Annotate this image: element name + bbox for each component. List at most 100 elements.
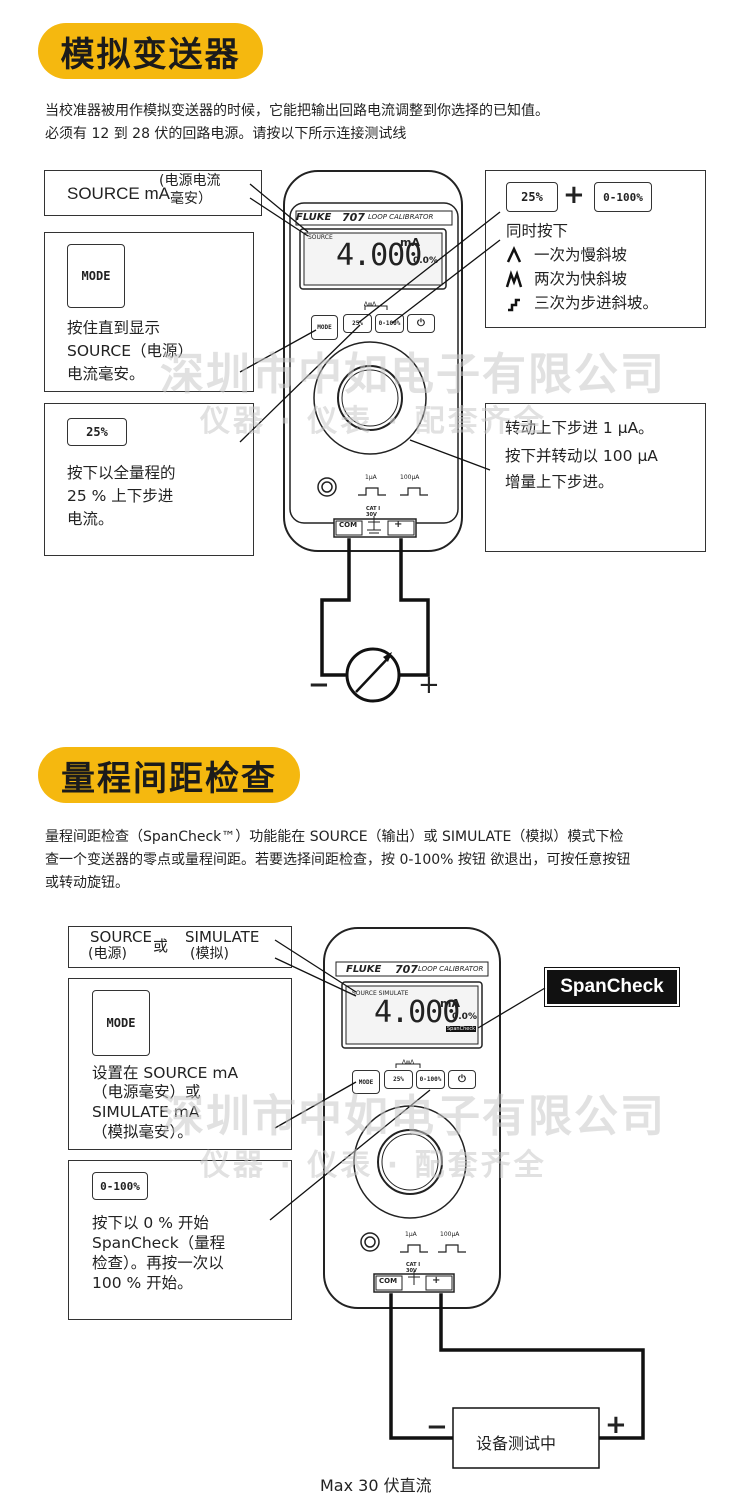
lcd-mode-text: SOURCE <box>308 234 333 241</box>
watermark-company-2: 深圳市中如电子有限公司 <box>160 1091 666 1142</box>
zero-text-2: SpanCheck（量程 <box>92 1234 226 1252</box>
knob-box <box>485 403 706 552</box>
fluke-707-meter-2: ΛʍΛ <box>323 927 501 1309</box>
meter-subtitle: LOOP CALIBRATOR <box>368 213 434 221</box>
p25-button-illustration: 25% <box>67 418 127 446</box>
knob-text-2: 按下并转动以 100 μA <box>505 447 658 465</box>
lcd-reading-2: 4.000 <box>374 995 460 1030</box>
source-ma-paren-2: 毫安） <box>170 191 212 207</box>
mode-button-illustration: MODE <box>67 244 125 308</box>
circuit-minus: − <box>308 670 330 700</box>
spancheck-intro-2: 查一个变送器的零点或量程间距。若要选择间距检查，按 0-100% 按钮 欲退出，… <box>45 852 631 868</box>
meter2-mode-button[interactable]: MODE <box>352 1070 380 1094</box>
lcd-display <box>303 232 443 286</box>
source-cn: (电源) <box>88 946 127 962</box>
rotary-knob <box>377 1129 443 1195</box>
watermark-slogan-1: 仪器 · 仪表 · 配套齐全 <box>200 404 547 439</box>
model-number-2: 707 <box>395 963 418 976</box>
zero-text-3: 检查）。再按一次以 <box>92 1254 224 1272</box>
section1-lines <box>239 183 501 703</box>
intro-line-2: 必须有 12 到 28 伏的回路电源。请按以下所示连接测试线 <box>45 126 407 142</box>
right-test-lead-2 <box>439 1293 645 1440</box>
step-1ua-icon <box>400 1244 428 1253</box>
source-ma-label: SOURCE mA <box>67 184 170 203</box>
lcd-display <box>345 985 479 1045</box>
meter-subtitle-2: LOOP CALIBRATOR <box>418 965 484 973</box>
zero-100-button-illustration: 0-100% <box>92 1172 148 1200</box>
knob-push-icon <box>317 477 337 497</box>
brand-logo: FLUKE <box>296 212 332 223</box>
step-100ua-icon <box>400 487 428 496</box>
ramp-text-3: 三次为步进斜坡。 <box>534 294 659 312</box>
meter2-25-button[interactable]: 25% <box>384 1070 413 1089</box>
source-ma-paren-1: (电源电流 <box>159 173 221 189</box>
mode2-text-1: 设置在 SOURCE mA <box>92 1064 239 1082</box>
simulate-cn: (模拟) <box>190 946 229 962</box>
svg-text:ΛʍΛ: ΛʍΛ <box>364 302 376 308</box>
mode2-text-4: （模拟毫安）。 <box>92 1123 193 1141</box>
fast-ramp-icon <box>505 270 523 288</box>
ramp-text-0: 同时按下 <box>506 222 569 240</box>
lcd-unit-2: mA <box>440 997 460 1010</box>
mode-text-1: 按住直到显示 <box>67 319 161 337</box>
zero-text-4: 100 % 开始。 <box>92 1274 193 1292</box>
brand-strip <box>335 961 489 977</box>
p25-text-3: 电流。 <box>67 510 114 528</box>
label-30v-2: 30V <box>406 1268 417 1274</box>
mode-button-illustration-2: MODE <box>92 990 150 1056</box>
label-100ua: 100μA <box>400 474 420 481</box>
label-30v: 30V <box>366 512 377 518</box>
ramp-0-100-button: 0-100% <box>594 182 652 212</box>
knob-text-1: 转动上下步进 1 μA。 <box>505 419 654 437</box>
source-ma-box <box>44 170 262 216</box>
watermark-slogan-2: 仪器 · 仪表 · 配套齐全 <box>200 1148 547 1183</box>
p25-text-2: 25 % 上下步进 <box>67 487 174 505</box>
watermark-company-1: 深圳市中如电子有限公司 <box>160 349 666 400</box>
brand-logo-2: FLUKE <box>346 964 382 975</box>
mode-text-2: SOURCE（电源） <box>67 342 193 360</box>
plus-jack <box>425 1275 453 1291</box>
or-label: 或 <box>153 937 169 955</box>
intro-line-1: 当校准器被用作模拟变送器的时候，它能把输出回路电流调整到你选择的已知值。 <box>45 103 549 119</box>
meter-power-icon[interactable]: ⏻ <box>407 314 435 333</box>
device-under-test-label: 设备测试中 <box>476 1434 557 1453</box>
step-100ua-icon <box>438 1244 466 1253</box>
brand-strip <box>295 210 453 226</box>
circuit-plus: + <box>418 670 440 700</box>
label-1ua: 1μA <box>365 474 377 481</box>
label-100ua-2: 100μA <box>440 1231 460 1238</box>
com-jack <box>335 520 363 536</box>
svg-text:ΛʍΛ: ΛʍΛ <box>402 1060 414 1066</box>
fluke-707-meter: ΛʍΛ <box>283 170 463 552</box>
lcd-percent: 0.0% <box>413 256 438 266</box>
spancheck-intro-3: 或转动旋钮。 <box>45 875 129 891</box>
simulate-label: SIMULATE <box>185 928 260 946</box>
ramp-icons <box>505 246 523 312</box>
label-plus-jack-2: + <box>432 1275 441 1286</box>
left-test-lead <box>320 538 351 677</box>
left-test-lead-2 <box>389 1293 454 1440</box>
ramp-25-button: 25% <box>506 182 558 212</box>
meter-25-button[interactable]: 25% <box>343 314 372 333</box>
knob-push-icon <box>360 1232 380 1252</box>
max-voltage-label: Max 30 伏直流 <box>320 1476 432 1495</box>
meter-mode-button[interactable]: MODE <box>311 315 338 340</box>
right-test-lead <box>398 538 430 677</box>
device-under-test-box <box>452 1407 600 1469</box>
plus-jack <box>387 520 415 536</box>
mode2-text-3: SIMULATE mA <box>92 1103 200 1121</box>
label-com-2: COM <box>379 1277 398 1285</box>
mode2-text-2: （电源毫安）或 <box>92 1083 201 1101</box>
ramp-text-1: 一次为慢斜坡 <box>534 246 628 264</box>
meter2-power-icon[interactable]: ⏻ <box>448 1070 476 1089</box>
section-title-analog-transmitter: 模拟变送器 <box>38 23 263 79</box>
meter2-0-100-button[interactable]: 0-100% <box>416 1070 445 1089</box>
circuit2-minus: − <box>426 1412 448 1442</box>
label-plus-jack: + <box>394 519 403 530</box>
step-1ua-icon <box>358 487 386 496</box>
knob-text-3: 增量上下步进。 <box>505 473 614 491</box>
label-com: COM <box>339 521 358 529</box>
lcd-spancheck-tag: SpanCheck <box>446 1026 476 1032</box>
mode-text-3: 电流毫安。 <box>67 365 145 383</box>
label-cat-2: CAT I <box>406 1262 421 1268</box>
